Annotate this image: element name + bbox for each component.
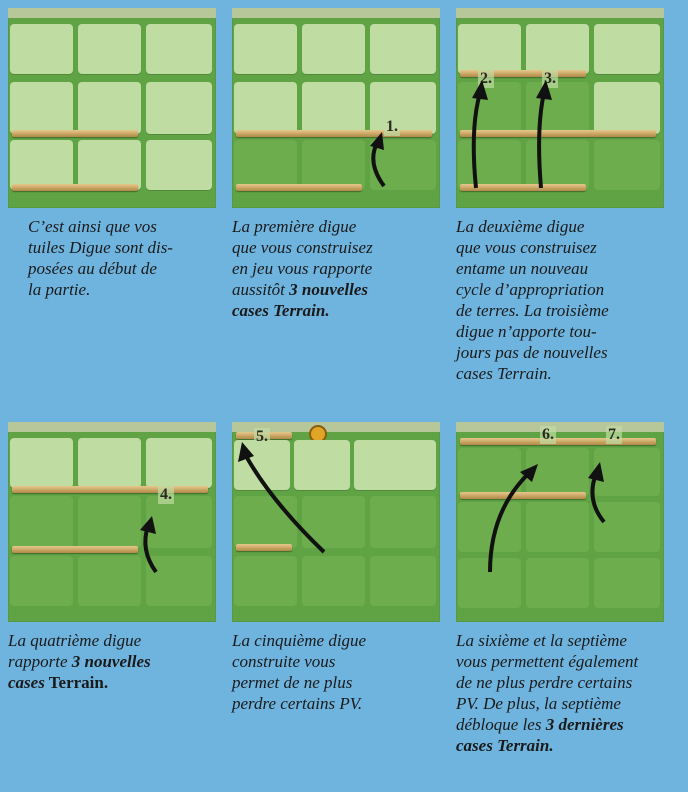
dike-tile — [236, 184, 362, 191]
dike-tile — [12, 130, 138, 137]
board-illustration — [8, 8, 216, 208]
panel-1: C’est ainsi que vos tuiles Digue sont di… — [8, 8, 216, 300]
step-label: 1. — [384, 118, 400, 136]
step-label: 4. — [158, 486, 174, 504]
board-illustration: 5. — [232, 422, 440, 622]
dike-tile — [460, 70, 586, 77]
step-label: 5. — [254, 428, 270, 446]
board-illustration: 2. 3. — [456, 8, 664, 208]
panel-2: 1. La première digue que vous construise… — [232, 8, 440, 321]
panel-6: 6. 7. La sixième et la septième vous per… — [456, 422, 664, 756]
dike-tile — [12, 184, 138, 191]
arrow-icon — [370, 132, 386, 188]
dike-tile — [460, 130, 656, 137]
dike-tile — [460, 184, 586, 191]
panel-4: 4. La quatrième digue rapporte 3 nouvell… — [8, 422, 216, 693]
dike-tile — [12, 546, 138, 553]
arrow-icon — [471, 80, 552, 189]
board-illustration: 4. — [8, 422, 216, 622]
arrow-icon — [488, 462, 606, 573]
panel-3: 2. 3. La deuxième digue que vous constru… — [456, 8, 664, 384]
board-illustration: 1. — [232, 8, 440, 208]
dike-tile — [236, 544, 292, 551]
dike-tile — [12, 486, 208, 493]
caption: La sixième et la septième vous permetten… — [456, 631, 639, 755]
arrow-icon — [238, 442, 326, 554]
step-label: 6. — [540, 426, 556, 444]
board-illustration: 6. 7. — [456, 422, 664, 622]
panel-5: 5. La cinquième digue construite vous pe… — [232, 422, 440, 714]
dike-tile — [460, 438, 656, 445]
caption: La cinquième digue construite vous perme… — [232, 631, 367, 713]
arrow-icon — [140, 516, 158, 574]
caption: La première digue que vous construisez e… — [232, 217, 373, 320]
caption: La quatrième digue rapporte 3 nouvelles … — [8, 631, 151, 692]
caption: La deuxième digue que vous construisez e… — [456, 217, 609, 383]
dike-tile — [236, 130, 432, 137]
dike-tile — [460, 492, 586, 499]
caption: C’est ainsi que vos tuiles Digue sont di… — [28, 217, 173, 299]
step-label: 7. — [606, 426, 622, 444]
